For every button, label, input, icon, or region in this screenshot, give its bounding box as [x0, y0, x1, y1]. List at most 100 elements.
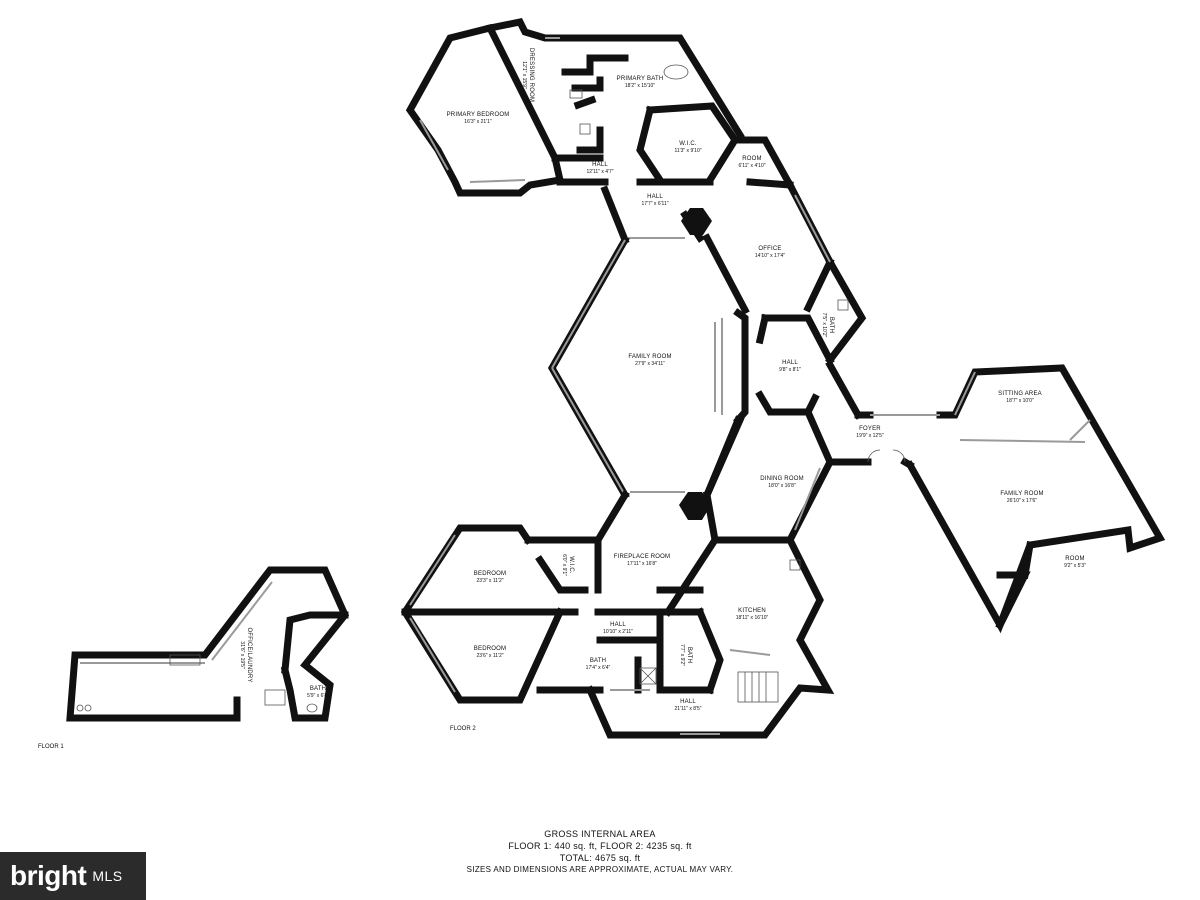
room-name: HALL — [610, 622, 626, 628]
dining-room-walls — [702, 407, 834, 545]
logo-suffix: MLS — [92, 868, 123, 884]
room-dimensions: 17'7" x 6'11" — [641, 201, 668, 207]
room-name: FAMILY ROOM — [628, 354, 671, 360]
room-name: OFFICE/LAUNDRY — [246, 627, 252, 682]
room-name: W.I.C. — [568, 556, 574, 574]
room-name: HALL — [647, 194, 663, 200]
room-name: BATH — [828, 317, 834, 333]
room-name: W.I.C. — [679, 141, 697, 147]
office-walls — [702, 180, 867, 365]
room-dimensions: 9'8" x 8'1" — [779, 367, 801, 373]
upper-hall-walls — [600, 185, 712, 245]
room-dimensions: 31'6" x 19'5" — [239, 641, 245, 669]
area-total: TOTAL: 4675 sq. ft — [559, 853, 641, 863]
room-dimensions: 7'5" x 10'2" — [821, 313, 827, 338]
east-wing-walls — [826, 364, 1166, 634]
room-name: KITCHEN — [738, 608, 766, 614]
room-name: FOYER — [859, 426, 881, 432]
room-dimensions: 12'11" x 4'7" — [586, 169, 613, 175]
room-dimensions: 27'9" x 34'11" — [635, 361, 665, 367]
floor1-label: FLOOR 1 — [38, 744, 64, 750]
room-dimensions: 23'3" x 11'2" — [476, 578, 503, 584]
room-dimensions: 7'7" x 9'2" — [679, 644, 685, 666]
room-dimensions: 16'3" x 21'1" — [464, 119, 492, 125]
room-dimensions: 12'1" x 15'9" — [521, 61, 527, 89]
bright-mls-logo: bright MLS — [0, 852, 146, 900]
kitchen-walls — [585, 535, 835, 739]
room-dimensions: 6'11" x 4'10" — [738, 163, 765, 169]
room-name: FAMILY ROOM — [1000, 491, 1043, 497]
room-dimensions: 17'4" x 6'4" — [586, 665, 611, 671]
room-dimensions: 18'7" x 10'0" — [1006, 398, 1034, 404]
room-dimensions: 6'0" x 9'1" — [561, 554, 567, 576]
room-dimensions: 9'2" x 5'3" — [1064, 563, 1086, 569]
room-dimensions: 19'9" x 12'5" — [856, 433, 884, 439]
room-dimensions: 18'11" x 16'10" — [736, 615, 769, 621]
fireplace-room-walls — [524, 490, 720, 616]
room-name: BATH — [686, 647, 692, 663]
room-name: HALL — [782, 360, 798, 366]
primary-suite-walls — [405, 18, 795, 197]
room-dimensions: 23'6" x 11'2" — [476, 653, 503, 659]
room-dimensions: 18'0" x 16'8" — [768, 483, 796, 489]
bedrooms-walls — [400, 524, 604, 704]
area-heading: GROSS INTERNAL AREA — [544, 829, 656, 839]
room-name: BEDROOM — [474, 571, 506, 577]
room-label-wic-lower: W.I.C.6'0" x 9'1" — [561, 554, 574, 576]
floor1-walls — [66, 566, 350, 722]
room-dimensions: 21'11" x 8'5" — [674, 706, 701, 712]
room-name: PRIMARY BATH — [617, 76, 664, 82]
room-dimensions: 14'10" x 17'4" — [755, 253, 785, 259]
pillar-lower — [679, 492, 711, 520]
room-dimensions: 17'11" x 16'8" — [627, 561, 657, 567]
area-summary: GROSS INTERNAL AREA FLOOR 1: 440 sq. ft,… — [400, 828, 800, 876]
room-name: BATH — [590, 658, 606, 664]
room-dimensions: 10'10" x 2'11" — [603, 629, 633, 635]
pillar-upper — [681, 208, 712, 235]
room-name: ROOM — [742, 156, 761, 162]
room-name: FIREPLACE ROOM — [614, 554, 670, 560]
room-name: BATH — [310, 686, 326, 692]
room-name: HALL — [592, 162, 608, 168]
room-name: SITTING AREA — [998, 391, 1042, 397]
logo-brand: bright — [10, 860, 87, 891]
room-name: DINING ROOM — [760, 476, 804, 482]
room-dimensions: 5'9" x 6'8" — [307, 693, 329, 699]
area-floors: FLOOR 1: 440 sq. ft, FLOOR 2: 4235 sq. f… — [508, 841, 692, 851]
room-name: OFFICE — [758, 246, 781, 252]
room-dimensions: 26'10" x 17'6" — [1007, 498, 1037, 504]
floor2-label: FLOOR 2 — [450, 726, 476, 732]
room-dimensions: 11'3" x 9'10" — [674, 148, 701, 154]
room-name: BEDROOM — [474, 646, 506, 652]
room-name: PRIMARY BEDROOM — [447, 112, 510, 118]
family-room-walls — [547, 235, 749, 500]
area-disclaimer: SIZES AND DIMENSIONS ARE APPROXIMATE, AC… — [466, 865, 734, 874]
room-name: DRESSING ROOM — [528, 48, 534, 102]
room-dimensions: 18'2" x 15'10" — [625, 83, 655, 89]
